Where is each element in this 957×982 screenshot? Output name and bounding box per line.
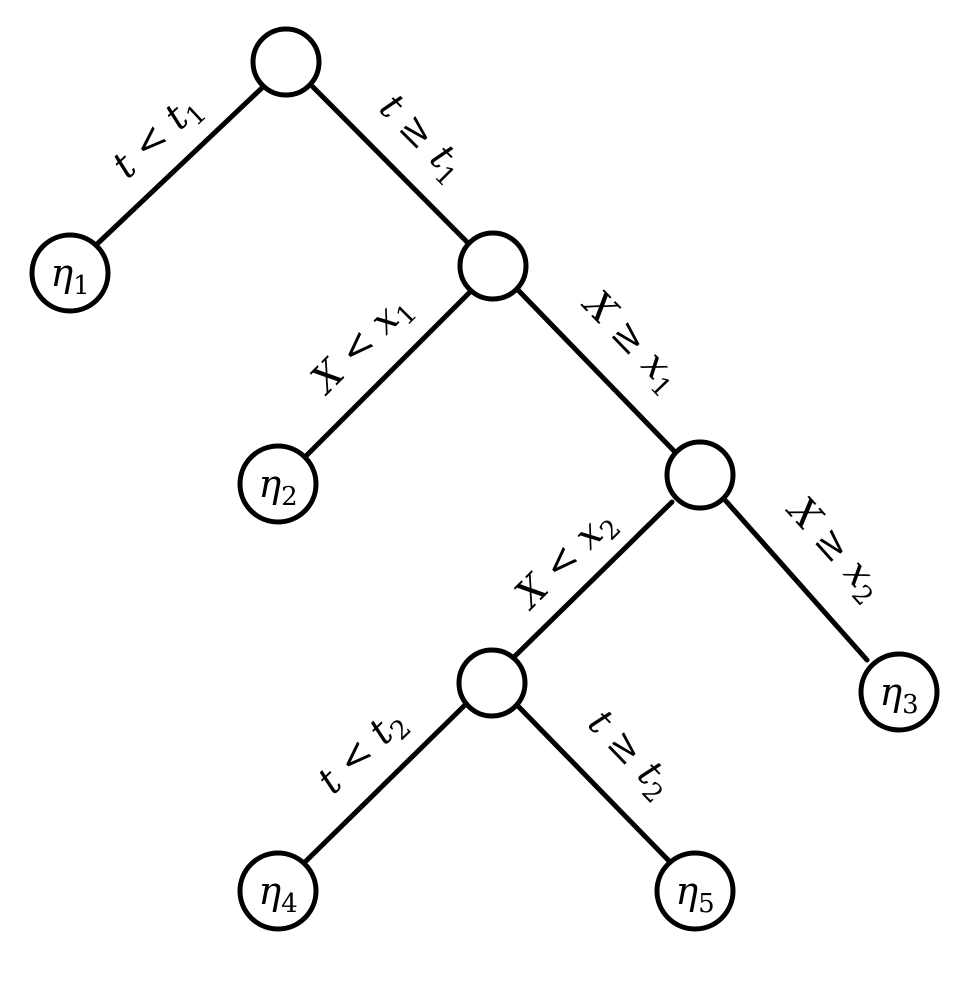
edge-n2-right — [515, 287, 678, 455]
leaf-eta3: η3 — [858, 651, 940, 733]
leaf-circle — [237, 850, 319, 932]
edge-label-n2-left: X < x1 — [300, 284, 423, 407]
leaf-circle — [29, 232, 111, 314]
leaf-label: η2 — [258, 462, 297, 512]
tree-edges — [92, 82, 870, 867]
split-nodes — [250, 26, 736, 719]
leaf-eta2: η2 — [237, 443, 319, 525]
leaf-nodes: η1 η2 η3 η4 η5 — [29, 232, 940, 932]
edge-label-root-left: t < t1 — [103, 84, 212, 191]
edge-n3-right — [722, 497, 870, 663]
leaf-label: η3 — [879, 670, 918, 720]
edge-n3-left — [510, 499, 675, 661]
leaf-label: η1 — [50, 251, 89, 301]
leaf-eta4: η4 — [237, 850, 319, 932]
edge-label-n4-right: t ≥ t2 — [575, 701, 683, 810]
split-node-2 — [457, 230, 529, 302]
edge-label-n2-right: X ≥ x1 — [569, 280, 691, 404]
leaf-circle — [654, 850, 736, 932]
split-node-4 — [456, 647, 528, 719]
edge-root-right — [310, 84, 473, 248]
split-node-3 — [664, 439, 736, 511]
leaf-label: η4 — [258, 869, 297, 919]
edge-root-left — [92, 82, 268, 249]
leaf-label: η5 — [675, 869, 714, 919]
edge-n2-left — [304, 287, 475, 458]
edge-label-root-right: t ≥ t1 — [367, 85, 475, 193]
leaf-circle — [237, 443, 319, 525]
edge-n4-left — [302, 702, 468, 865]
split-node-root — [250, 26, 322, 98]
leaf-eta5: η5 — [654, 850, 736, 932]
leaf-circle — [858, 651, 940, 733]
leaf-eta1: η1 — [29, 232, 111, 314]
edge-label-n3-right: X ≥ x2 — [773, 486, 893, 612]
edge-label-n4-left: t < t2 — [309, 699, 418, 807]
edge-n4-right — [514, 702, 675, 867]
